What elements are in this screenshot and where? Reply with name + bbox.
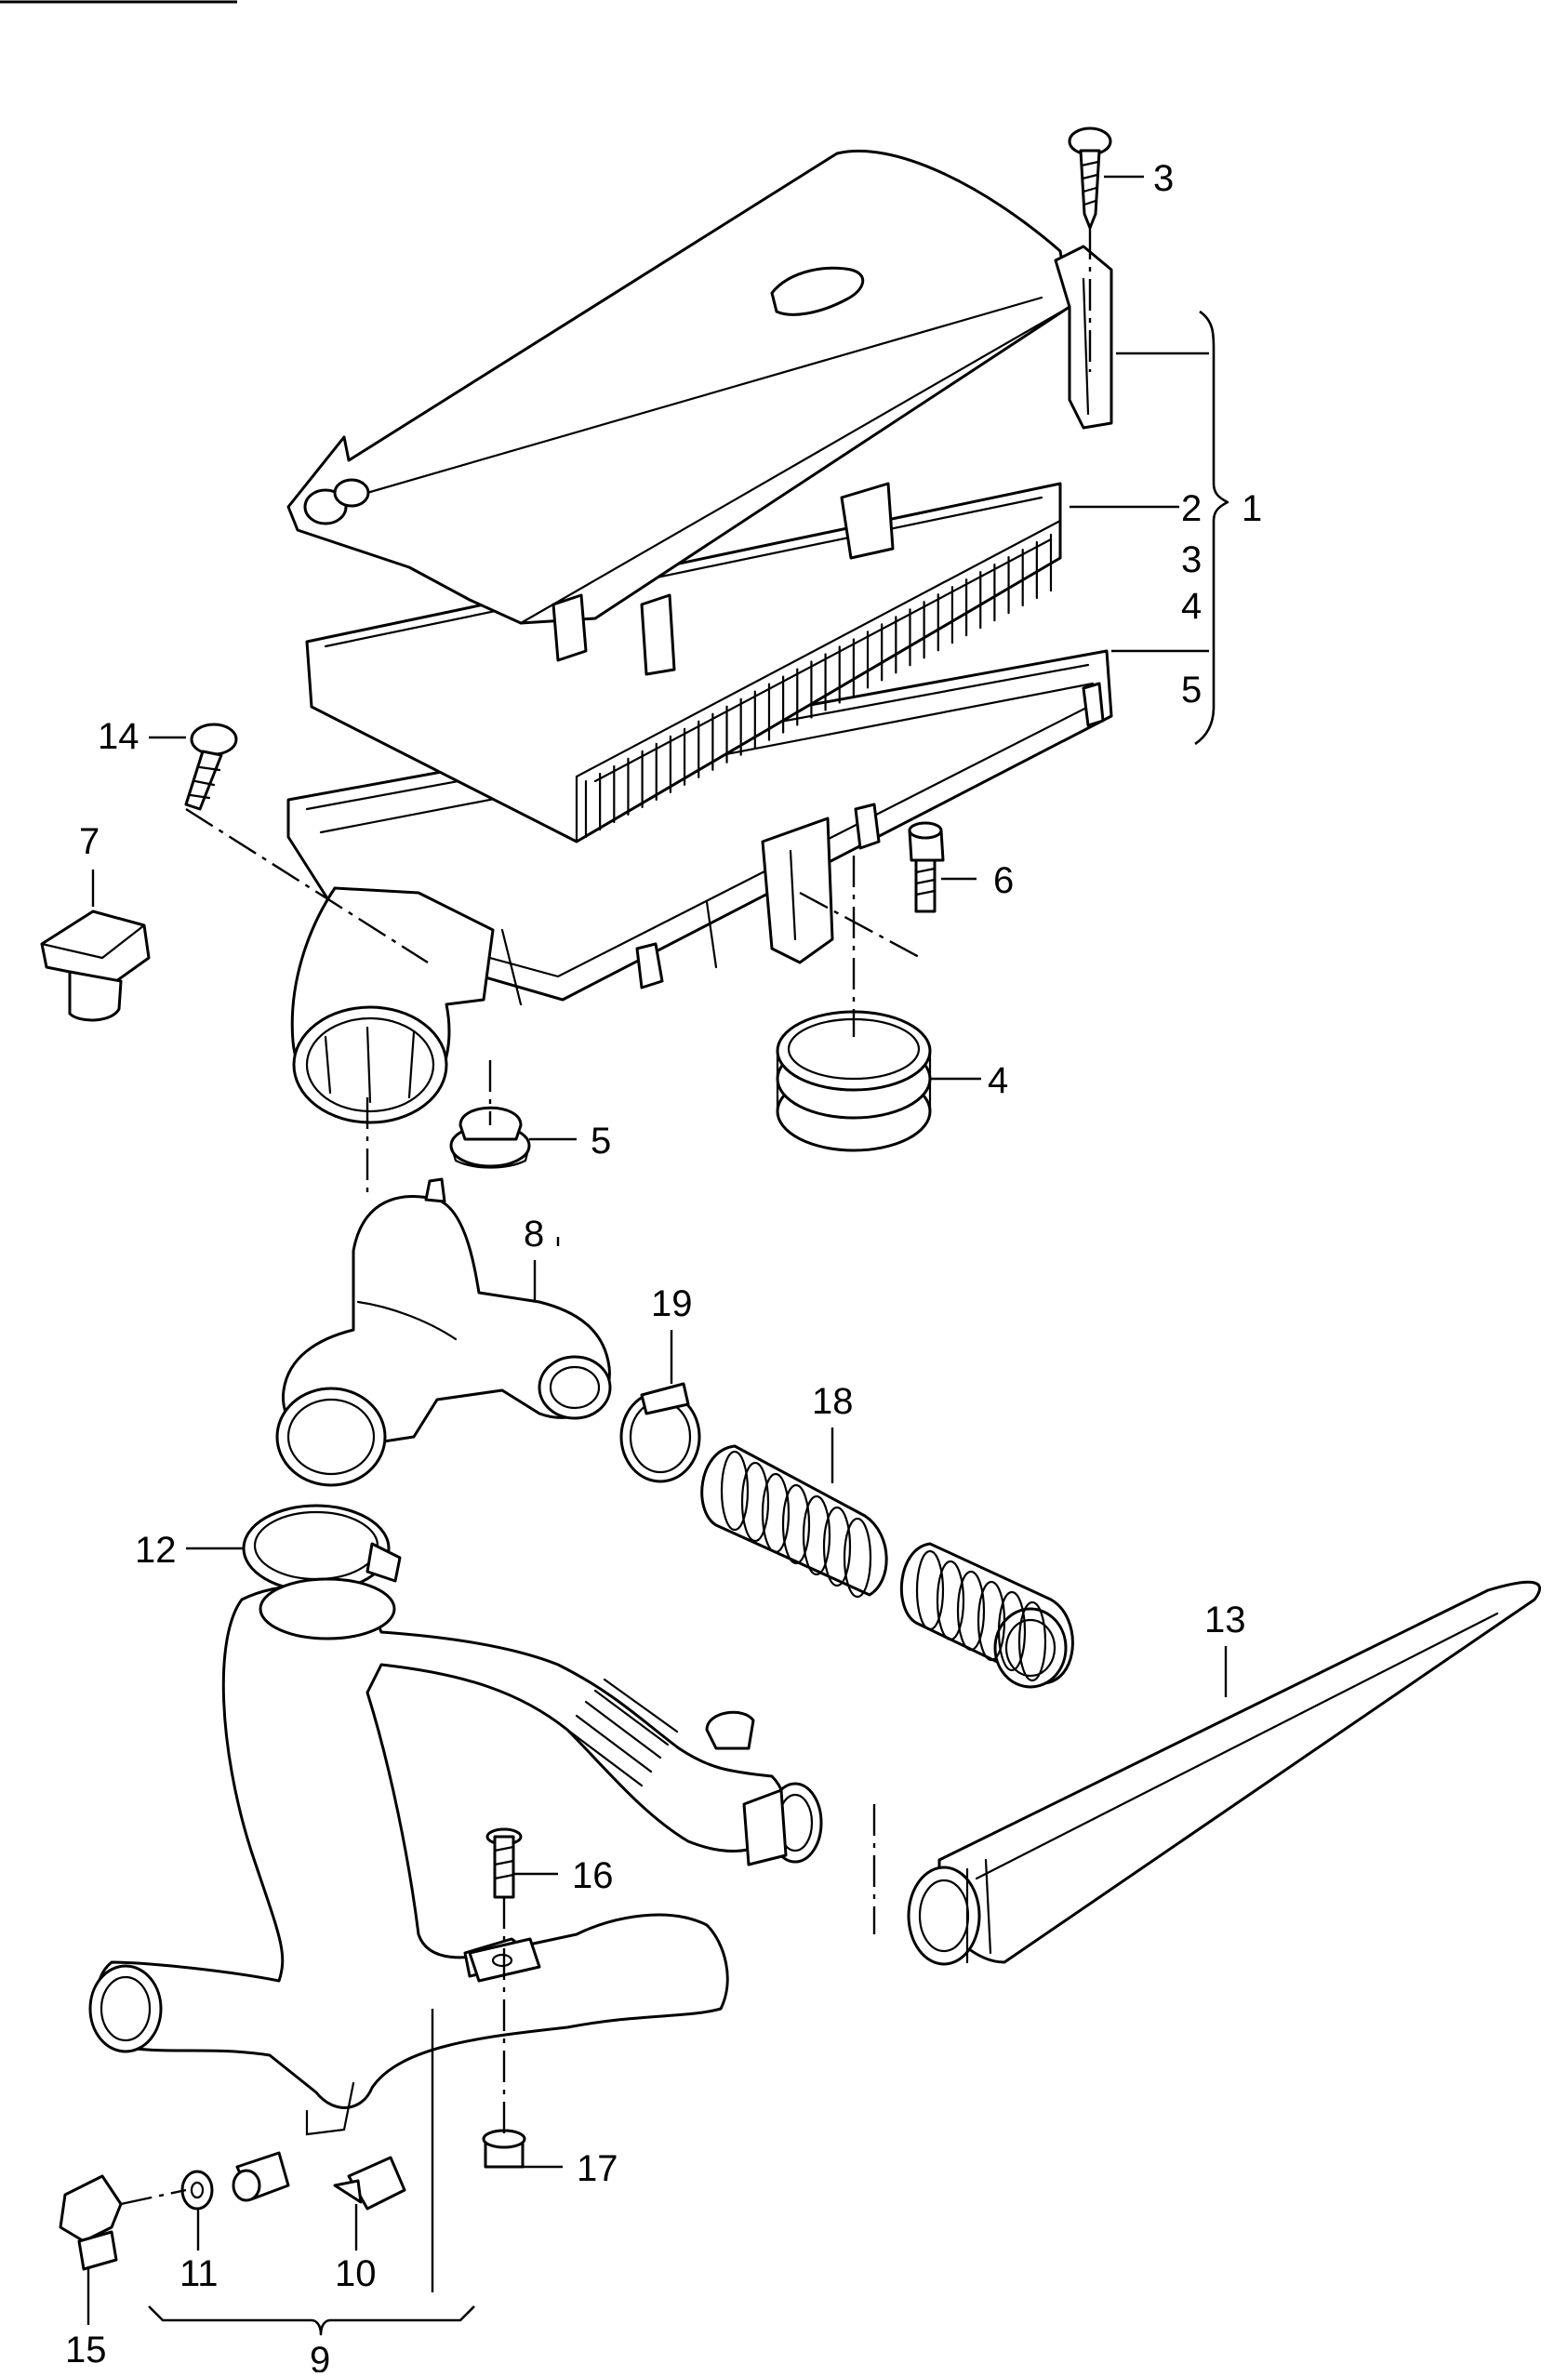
callout-6: 6 (993, 860, 1014, 901)
hose-corrugation (915, 1549, 945, 1631)
callout-14: 14 (98, 716, 140, 757)
intake-tube-13 (907, 1580, 1541, 1966)
callout-9: 9 (310, 2340, 330, 2372)
hose-corrugation (761, 1472, 791, 1554)
assembly-lines (120, 228, 1092, 2206)
hose-corrugation (1017, 1600, 1047, 1682)
callout-3: 3 (1153, 158, 1174, 199)
corrugated-hose-18 (700, 1444, 1074, 1689)
callout-8: 8 (524, 1214, 544, 1255)
callout-10: 10 (335, 2253, 377, 2294)
callout-17: 17 (577, 2148, 618, 2189)
rivet-10 (232, 2151, 406, 2211)
bolt-6 (908, 821, 945, 913)
callout-7: 7 (79, 821, 100, 862)
callout-labels: 3 1 2 3 4 5 14 7 6 4 5 8 19 18 12 13 16 … (65, 158, 1262, 2377)
hose-corrugation (781, 1483, 811, 1565)
callout-18: 18 (812, 1381, 854, 1422)
hose-corrugation (802, 1494, 831, 1576)
intake-y-piece-8 (275, 1177, 612, 1487)
callout-13: 13 (1204, 1600, 1246, 1640)
callout-19: 19 (651, 1283, 693, 1324)
seal-ring-4 (776, 1010, 932, 1152)
hose-corrugation (936, 1560, 965, 1641)
filter-element (305, 482, 1062, 843)
air-intake-hose-9 (88, 1577, 823, 2136)
hose-corrugation (956, 1570, 986, 1652)
callout-5-group: 5 (1181, 670, 1202, 710)
hose-corrugation (997, 1590, 1027, 1672)
callout-4-group: 4 (1181, 586, 1202, 627)
group-braces (148, 310, 1229, 2336)
leader-lines (86, 175, 1228, 2325)
callout-5: 5 (591, 1121, 611, 1162)
clip-15 (59, 2174, 123, 2271)
screw-3 (1068, 126, 1112, 230)
hose-corrugation (843, 1517, 872, 1599)
callout-16: 16 (572, 1855, 614, 1896)
callout-15: 15 (65, 2330, 107, 2370)
callout-12: 12 (135, 1530, 177, 1571)
callout-2: 2 (1181, 488, 1202, 529)
callout-11: 11 (179, 2253, 219, 2294)
hose-corrugation (822, 1506, 852, 1587)
hose-clamp-19 (619, 1382, 701, 1483)
cap-7 (40, 910, 151, 1022)
hose-corrugation (720, 1450, 750, 1532)
callout-3-group: 3 (1181, 539, 1202, 580)
hose-corrugation (977, 1580, 1006, 1662)
hose-corrugation (740, 1461, 770, 1543)
washer-11 (180, 2170, 214, 2211)
screw-14 (184, 723, 238, 811)
air-filter-upper-housing (286, 149, 1113, 676)
air-filter-lower-housing (286, 649, 1113, 1124)
bolt-16 (485, 1827, 523, 1899)
nut-17 (482, 2129, 526, 2169)
callout-4: 4 (988, 1060, 1008, 1101)
callout-1: 1 (1242, 488, 1262, 529)
